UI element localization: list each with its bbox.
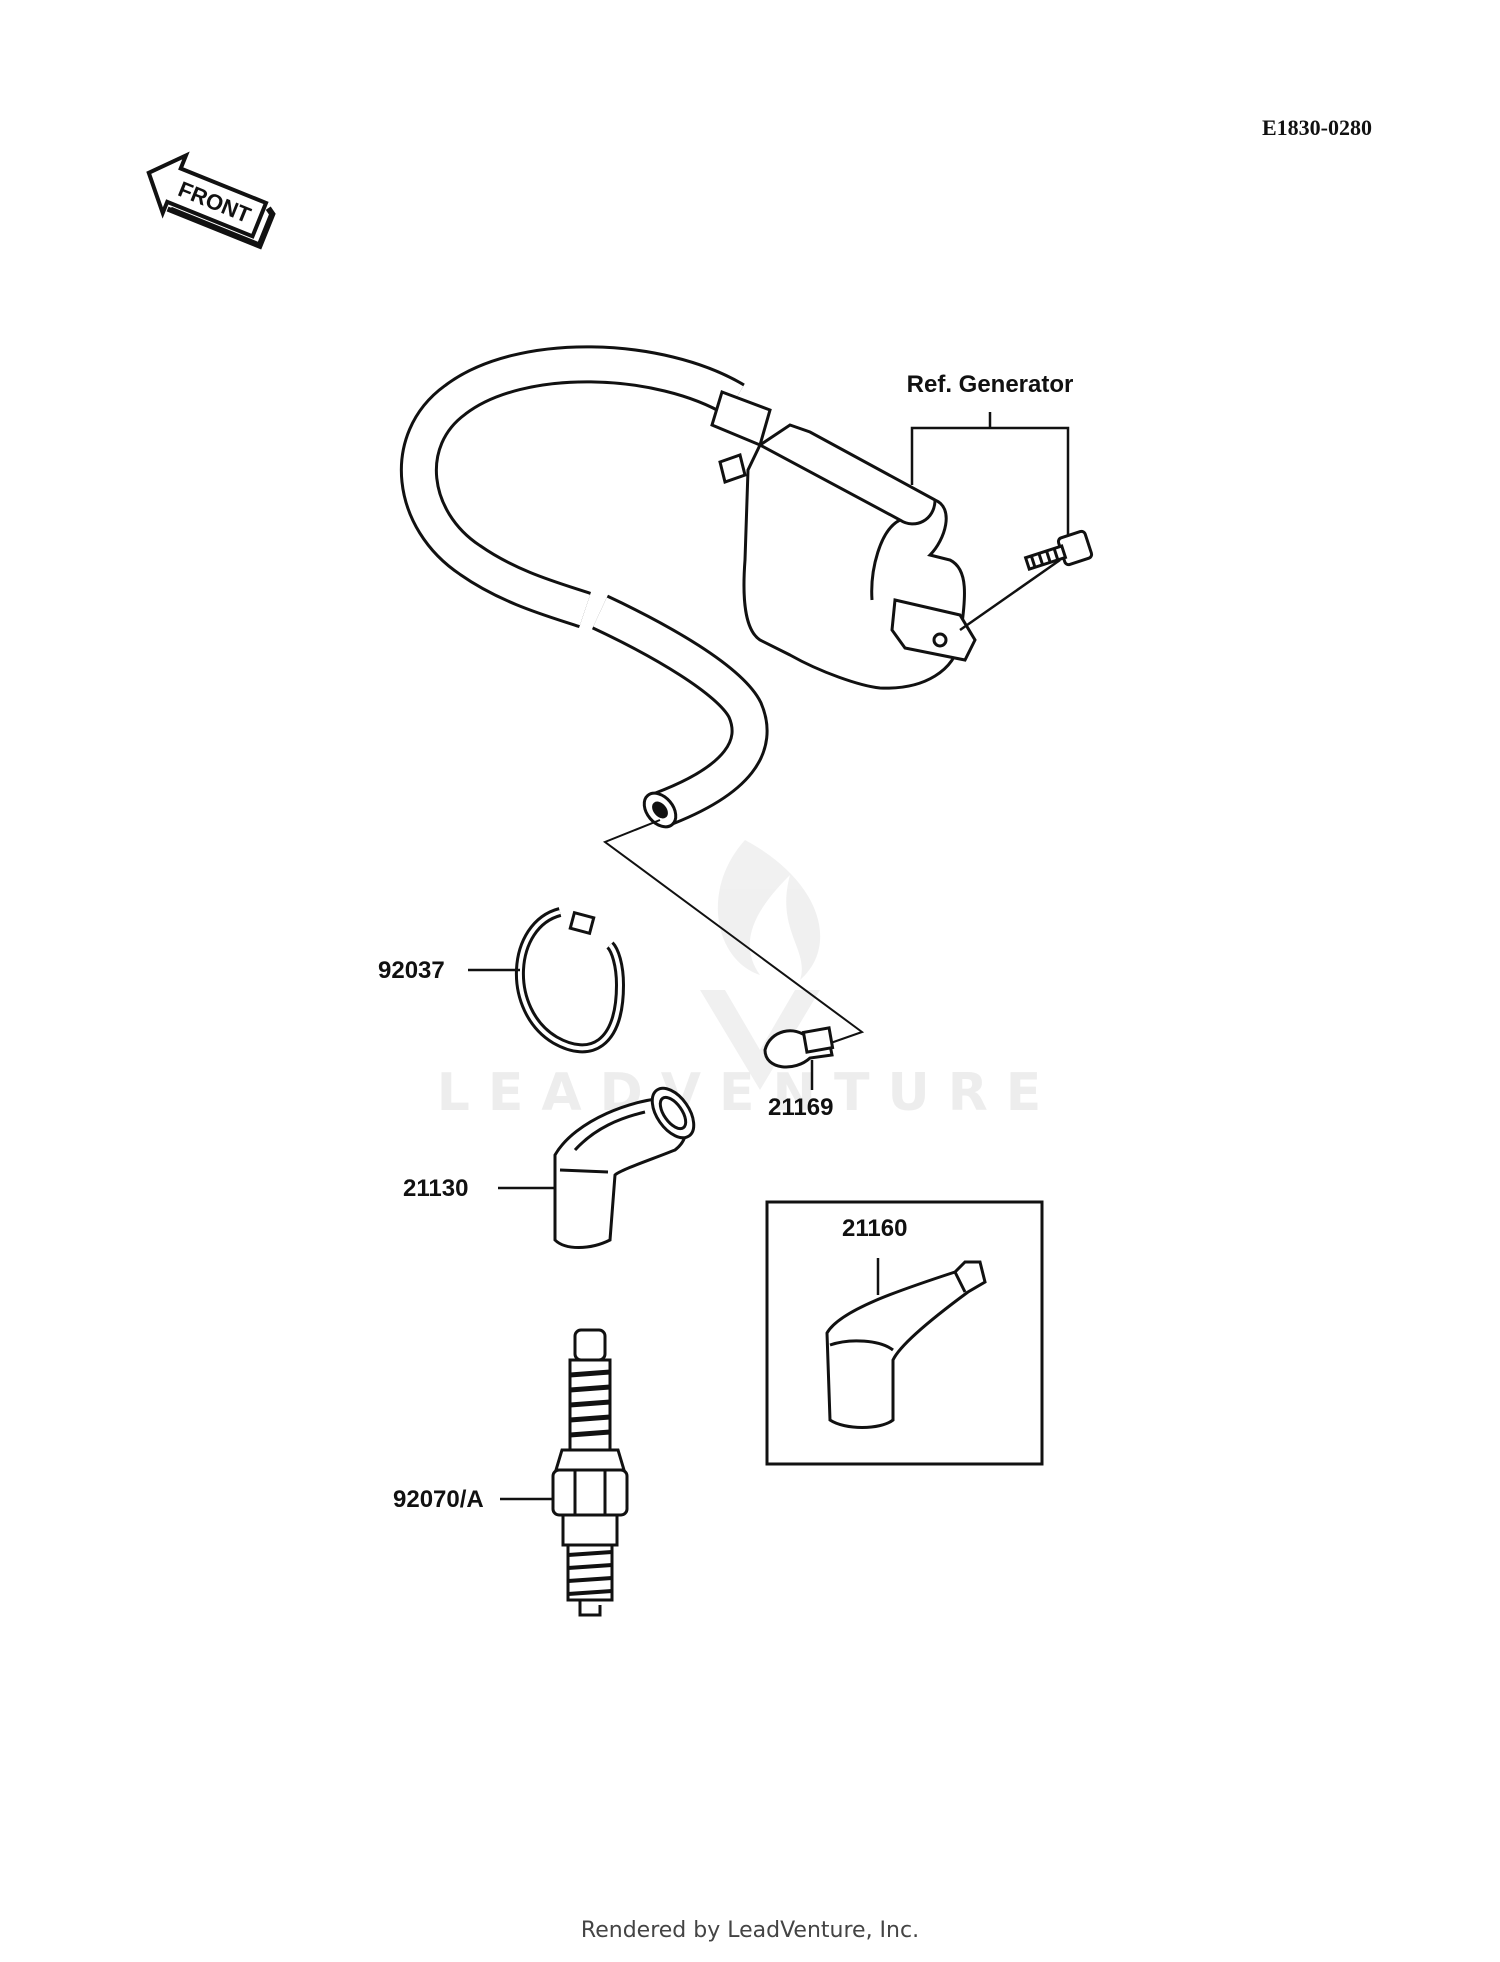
front-arrow-icon: FRONT bbox=[146, 151, 276, 250]
connection-lines bbox=[602, 819, 865, 1053]
ref-generator-label: Ref. Generator bbox=[907, 371, 1074, 398]
part-number-92070a: 92070/A bbox=[393, 1486, 484, 1513]
part-number-21160: 21160 bbox=[842, 1215, 907, 1242]
part-number-21130: 21130 bbox=[403, 1175, 468, 1202]
footer-credit: Rendered by LeadVenture, Inc. bbox=[580, 1918, 920, 1943]
coil-mount-bolt bbox=[1023, 529, 1094, 572]
ref-generator-callout bbox=[910, 412, 1070, 632]
part-number-21169: 21169 bbox=[768, 1094, 833, 1121]
watermark-text: LEADVENTURE bbox=[437, 1063, 1060, 1123]
plug-cap-part bbox=[553, 1086, 696, 1249]
connector-part bbox=[763, 1026, 835, 1069]
clamp-part bbox=[515, 907, 626, 1054]
part-number-92037: 92037 bbox=[378, 957, 445, 984]
ignition-coil-assembly bbox=[399, 345, 1094, 829]
watermark: LEADVENTURE bbox=[437, 840, 1060, 1123]
spark-plug-part bbox=[551, 1328, 629, 1617]
plug-cap-optional-part bbox=[825, 1260, 987, 1429]
optional-part-box bbox=[765, 1200, 1044, 1466]
diagram-code: E1830-0280 bbox=[1262, 115, 1372, 140]
